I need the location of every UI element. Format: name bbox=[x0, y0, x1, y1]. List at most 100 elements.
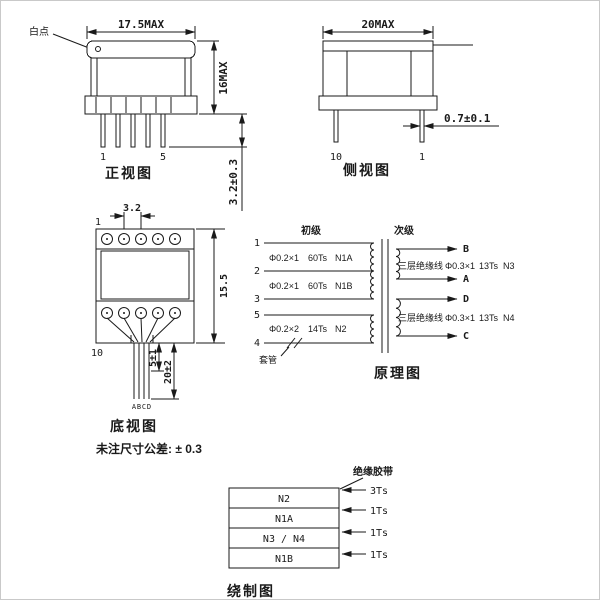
layer-n3-n4: N3 / N4 bbox=[263, 534, 305, 545]
schematic-view: 初级 次级 1 2 3 5 4 Φ0.2×1 60Ts N1A Φ0.2× bbox=[254, 224, 515, 381]
layer-n1b: N1B bbox=[275, 554, 293, 565]
secondary-winding-specs: 三层绝缘线 Φ0.3×1 13Ts N3 三层绝缘线 Φ0.3×1 13Ts N… bbox=[398, 260, 515, 323]
tape-turns-1: 1Ts bbox=[370, 506, 388, 517]
n1a-name: N1A bbox=[335, 253, 353, 263]
polarity-dot-a bbox=[447, 277, 451, 281]
wire-label-b: B bbox=[137, 403, 141, 411]
white-dot-leader bbox=[52, 33, 90, 49]
tape-turns-0: 3Ts bbox=[370, 486, 388, 497]
schematic-title: 原理图 bbox=[374, 365, 422, 381]
n4-name: N4 bbox=[503, 313, 515, 323]
bottom-pin10-label: 10 bbox=[91, 348, 103, 359]
coil-n1a bbox=[370, 242, 375, 272]
secondary-terminal-labels: B A D C bbox=[463, 244, 469, 342]
n3-wire: 三层绝缘线 bbox=[398, 260, 443, 271]
bottom-wire-labels: A B C D bbox=[132, 403, 151, 411]
winding-diagram-title: 绕制图 bbox=[227, 583, 275, 599]
front-dim-standoff: 3.2±0.3 bbox=[169, 113, 247, 211]
n2-turns: 14Ts bbox=[308, 324, 328, 334]
tape-turns-3: 1Ts bbox=[370, 550, 388, 561]
wire-label-c: C bbox=[142, 403, 146, 411]
bottom-dim-length: 15.5 bbox=[196, 228, 230, 344]
side-dim-width: 20MAX bbox=[322, 18, 434, 39]
n1b-turns: 60Ts bbox=[308, 281, 328, 291]
terminal-b: B bbox=[463, 244, 469, 255]
white-dot-label: 白点 bbox=[29, 25, 49, 38]
secondary-header: 次级 bbox=[394, 224, 415, 237]
side-dim-pin: 0.7±0.1 bbox=[403, 112, 499, 129]
n1a-spec: Φ0.2×1 bbox=[269, 253, 299, 263]
n1a-turns: 60Ts bbox=[308, 253, 328, 263]
sch-pin-4: 4 bbox=[254, 338, 260, 349]
terminal-a: A bbox=[463, 274, 469, 285]
sch-pin-2: 2 bbox=[254, 266, 260, 277]
polarity-dot-b bbox=[447, 247, 451, 251]
side-width-dim-text: 20MAX bbox=[361, 18, 394, 31]
terminal-d: D bbox=[463, 294, 469, 305]
winding-diagram: 绝缘胶带 N2 N1A N3 / N4 N1B 3Ts 1Ts 1Ts 1Ts … bbox=[227, 465, 393, 599]
bottom-dim-wire-lengths: 5±1 20±2 bbox=[148, 342, 179, 400]
coil-n1b bbox=[370, 270, 375, 300]
n4-turns: 13Ts bbox=[479, 313, 499, 323]
bottom-strip-dim-text: 5±1 bbox=[148, 349, 159, 367]
front-dim-width: 17.5MAX bbox=[86, 18, 196, 39]
primary-coils bbox=[264, 242, 375, 344]
layer-n1a: N1A bbox=[275, 514, 293, 525]
n3-spec: Φ0.3×1 bbox=[445, 261, 475, 271]
side-body-outline bbox=[318, 40, 473, 111]
front-view: 白点 17.5MAX bbox=[29, 18, 247, 211]
front-pin1-label: 1 bbox=[100, 152, 106, 163]
polarity-dot-c bbox=[447, 334, 451, 338]
layer-stack: N2 N1A N3 / N4 N1B bbox=[228, 487, 340, 569]
tolerance-note: 未注尺寸公差: ± 0.3 bbox=[95, 441, 202, 456]
tape-turns-2: 1Ts bbox=[370, 528, 388, 539]
bottom-bottom-pin-holes bbox=[101, 307, 181, 319]
side-view: 20MAX 0.7±0.1 10 1 侧视图 bbox=[318, 18, 499, 178]
front-height-dim-text: 16MAX bbox=[217, 61, 230, 94]
primary-pin-labels: 1 2 3 5 4 bbox=[254, 238, 260, 349]
bottom-core-hatch bbox=[100, 250, 190, 300]
bottom-lead-wires bbox=[133, 343, 150, 399]
n3-name: N3 bbox=[503, 261, 515, 271]
bottom-top-pin-holes bbox=[101, 233, 181, 245]
n2-name: N2 bbox=[335, 324, 347, 334]
n3-turns: 13Ts bbox=[479, 261, 499, 271]
secondary-coils bbox=[395, 246, 458, 339]
sleeve-label: 套管 bbox=[259, 354, 277, 365]
front-dim-height: 16MAX bbox=[197, 40, 230, 115]
n1b-spec: Φ0.2×1 bbox=[269, 281, 299, 291]
front-pin5-label: 5 bbox=[160, 152, 166, 163]
bottom-pitch-dim-text: 3.2 bbox=[123, 203, 141, 214]
n2-spec: Φ0.2×2 bbox=[269, 324, 299, 334]
coil-n3 bbox=[395, 248, 401, 280]
tape-label: 绝缘胶带 bbox=[353, 465, 393, 478]
layer-n2: N2 bbox=[278, 494, 290, 505]
bottom-body-outline bbox=[95, 228, 195, 344]
side-pin-dim-text: 0.7±0.1 bbox=[444, 112, 491, 125]
front-standoff-dim-text: 3.2±0.3 bbox=[227, 159, 240, 205]
coil-n4 bbox=[395, 298, 401, 337]
n4-wire: 三层绝缘线 bbox=[398, 312, 443, 323]
bottom-view: 1 3.2 bbox=[91, 203, 230, 456]
sch-pin-3: 3 bbox=[254, 294, 260, 305]
bottom-view-title: 底视图 bbox=[110, 418, 158, 434]
front-pins bbox=[100, 113, 166, 148]
front-width-dim-text: 17.5MAX bbox=[118, 18, 165, 31]
sleeve-mark: 套管 bbox=[259, 337, 303, 365]
bottom-length-dim-text: 15.5 bbox=[219, 274, 230, 298]
primary-header: 初级 bbox=[301, 224, 322, 237]
wire-label-d: D bbox=[147, 403, 151, 411]
white-dot-marker bbox=[95, 46, 101, 52]
wire-label-a: A bbox=[132, 403, 137, 411]
coil-n2 bbox=[370, 314, 375, 344]
terminal-c: C bbox=[463, 331, 469, 342]
tape-leader bbox=[339, 477, 364, 490]
n1b-name: N1B bbox=[335, 281, 353, 291]
bottom-pin1-label: 1 bbox=[95, 217, 101, 228]
front-body-outline bbox=[84, 40, 198, 115]
bottom-wire-routing bbox=[106, 317, 176, 343]
side-pin10-label: 10 bbox=[330, 152, 342, 163]
polarity-dot-d bbox=[447, 297, 451, 301]
